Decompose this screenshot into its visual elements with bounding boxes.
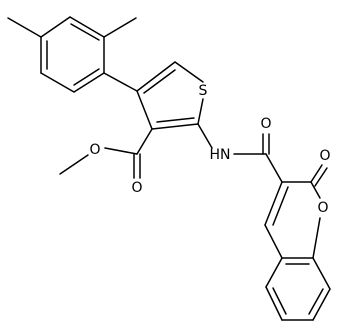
bond-ester-c3-c bbox=[136, 128, 153, 155]
bond-cou-c3-c4 bbox=[264, 181, 283, 226]
atom-label-ester-carbonyl-o: O bbox=[131, 180, 142, 196]
bond-benz-c7-c8 bbox=[312, 288, 331, 321]
bond-cou-c3-c4-inner bbox=[272, 186, 289, 226]
atom-label-lactone-carbonyl-o: O bbox=[319, 148, 330, 164]
bond-ester-c-o-single bbox=[104, 147, 138, 155]
bond-methyl-para bbox=[7, 17, 42, 38]
bond-cou-c2-o1 bbox=[310, 181, 321, 199]
bonds bbox=[7, 16, 331, 321]
bond-benz-c7-c8-inner bbox=[308, 288, 324, 315]
bond-ester-o-methyl bbox=[59, 154, 89, 175]
bond-c2-nh bbox=[197, 123, 213, 149]
bond-cou-c2-o-double-b bbox=[314, 167, 328, 187]
bond-cou-c2-o-double-a bbox=[310, 164, 323, 183]
bond-aryl-c4-c5 bbox=[40, 72, 75, 93]
bond-benz-c5-c6-inner bbox=[272, 287, 287, 315]
atom-label-ring-o: O bbox=[317, 200, 328, 216]
atom-label-amide-o: O bbox=[260, 116, 271, 132]
bond-th-c3-c4 bbox=[136, 90, 153, 130]
atom-label-thiophene-s: S bbox=[199, 83, 208, 99]
atom-label-ester-ether-o: O bbox=[89, 142, 100, 158]
bond-aryl-thiophene bbox=[103, 72, 138, 92]
bond-aryl-c1-c2 bbox=[69, 16, 105, 38]
bond-aryl-c6-c1 bbox=[40, 16, 71, 38]
atom-label-amide-nh: HN bbox=[210, 147, 231, 163]
bond-methyl-ortho bbox=[103, 17, 137, 38]
atom-labels: S O O HN O O O bbox=[89, 83, 330, 216]
bond-amide-coumarin bbox=[265, 153, 283, 183]
bond-aryl-c1-c2-inner bbox=[70, 23, 100, 41]
bond-th-c5-s bbox=[174, 61, 204, 83]
bond-th-c2-c3 bbox=[151, 123, 199, 130]
bond-benz-c4a-c5 bbox=[265, 257, 283, 288]
bond-cou-o1-c8a bbox=[312, 217, 321, 259]
bond-benz-c5-c6 bbox=[265, 286, 283, 321]
bond-cou-c4-c4a bbox=[264, 224, 283, 259]
bond-aryl-c3-c4 bbox=[73, 72, 105, 93]
bond-th-s-c2 bbox=[197, 98, 204, 125]
bond-th-c2-c3-inner bbox=[156, 117, 195, 123]
bond-th-c4-c5 bbox=[136, 61, 176, 92]
bond-th-c4-c5-inner bbox=[143, 69, 176, 94]
bond-benz-c8-c8a bbox=[312, 257, 331, 290]
bond-aryl-c3-c4-inner bbox=[73, 68, 100, 86]
